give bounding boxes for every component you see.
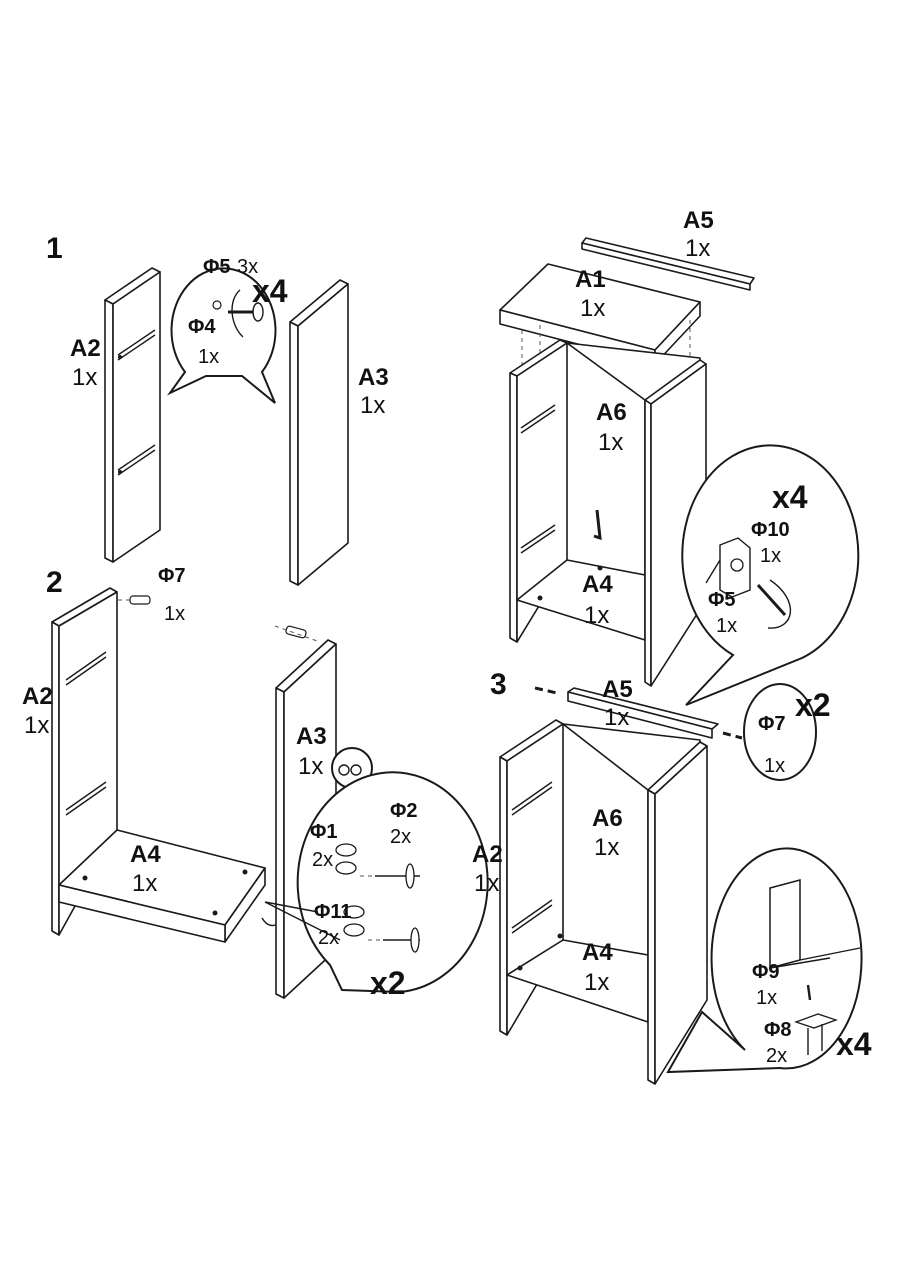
step-3-callout-dowel-qty: 1x [764,755,785,777]
step-2-callout-item-1-qty: 2x [312,849,333,871]
step-3-callout-dowel-multiplier: x2 [795,687,831,723]
step-3-part-a4-qty: 1x [584,969,609,996]
step-2-dowel-right [274,625,321,643]
step-2: 2 A2 1x A4 1x [22,565,489,1001]
step-1-callout-multiplier: x4 [252,273,288,309]
step-4-part-a1-label: A1 [575,266,606,293]
step-3-part-a6-label: A6 [592,805,623,832]
step-3-callout-feet-item-2-qty: 2x [766,1045,787,1067]
step-1: 1 A2 1x A3 1x [46,232,389,586]
step-3-callout-feet [666,847,863,1074]
step-1-part-a3-qty: 1x [360,392,385,419]
step-4-callout-item-2-qty: 1x [716,615,737,637]
step-4-part-a6-qty: 1x [598,429,623,456]
step-2-dowel-left [118,595,151,605]
step-4-callout [681,444,860,706]
step-4-part-a5-label: A5 [683,207,714,234]
step-2-callout-multiplier: x2 [370,965,406,1001]
step-4-part-a4-qty: 1x [584,602,609,629]
step-3-callout-feet-multiplier: x4 [836,1026,872,1062]
step-4: A5 1x A1 1x [499,207,860,706]
step-1-callout [166,267,277,404]
step-4-callout-item-2-code: Φ5 [708,589,736,611]
step-4-callout-item-1-code: Φ10 [751,519,790,541]
step-3-part-a2-qty: 1x [474,870,499,897]
step-3-part-a2-label: A2 [472,841,503,868]
step-3-part-a5-label: A5 [602,676,633,703]
step-2-callout-item-2-qty: 2x [390,826,411,848]
step-3-callout-feet-item-2-code: Φ8 [764,1019,792,1041]
step-3-callout-dowel-code: Φ7 [758,713,786,735]
step-3-callout-feet-item-1-code: Φ9 [752,961,780,983]
step-3-carcass [499,719,708,1085]
step-4-part-a1-qty: 1x [580,295,605,322]
step-2-callout-item-2-code: Φ2 [390,800,418,822]
step-2-hardware-1-code: Φ7 [158,565,186,587]
step-1-callout-item-2-code: Φ4 [188,316,216,338]
step-2-number: 2 [46,566,63,599]
step-4-carcass [509,339,707,687]
step-3-number: 3 [490,668,507,701]
step-2-part-a3-label: A3 [296,723,327,750]
step-2-hardware-1-qty: 1x [164,603,185,625]
step-2-callout [264,771,489,994]
step-1-callout-item-2-qty: 1x [198,346,219,368]
step-2-part-a2-label: A2 [22,683,53,710]
step-2-part-a4-label: A4 [130,841,161,868]
step-4-callout-item-1-qty: 1x [760,545,781,567]
step-3-callout-dowel [743,683,817,781]
step-3-part-a4-label: A4 [582,939,613,966]
step-2-part-a4-qty: 1x [132,870,157,897]
step-1-part-a2-qty: 1x [72,364,97,391]
step-1-part-a3-label: A3 [358,364,389,391]
step-2-panel-a4 [58,829,266,943]
step-2-part-a2-qty: 1x [24,712,49,739]
step-2-callout-item-1-code: Φ1 [310,821,338,843]
step-2-part-a3-qty: 1x [298,753,323,780]
step-3-part-a6-qty: 1x [594,834,619,861]
step-4-part-a5-qty: 1x [685,235,710,262]
step-1-panel-a2 [104,267,161,563]
step-3-strip-a5 [534,686,743,740]
step-4-part-a6-label: A6 [596,399,627,426]
step-1-callout-item-1-qty: 3x [237,256,258,278]
step-3-callout-feet-item-1-qty: 1x [756,987,777,1009]
step-1-part-a2-label: A2 [70,335,101,362]
step-4-part-a4-label: A4 [582,571,613,598]
step-1-panel-a3 [289,279,349,586]
step-1-callout-item-1-code: Φ5 [203,256,231,278]
step-2-callout-item-3-code: Φ11 [314,901,352,923]
step-3-part-a5-qty: 1x [604,704,629,731]
step-4-callout-multiplier: x4 [772,479,808,515]
step-4-strip-a5 [581,237,755,291]
step-3: 3 A5 1x x2 Φ7 1x [472,668,872,1085]
step-1-number: 1 [46,232,63,265]
step-2-callout-item-3-qty: 2x [318,927,339,949]
